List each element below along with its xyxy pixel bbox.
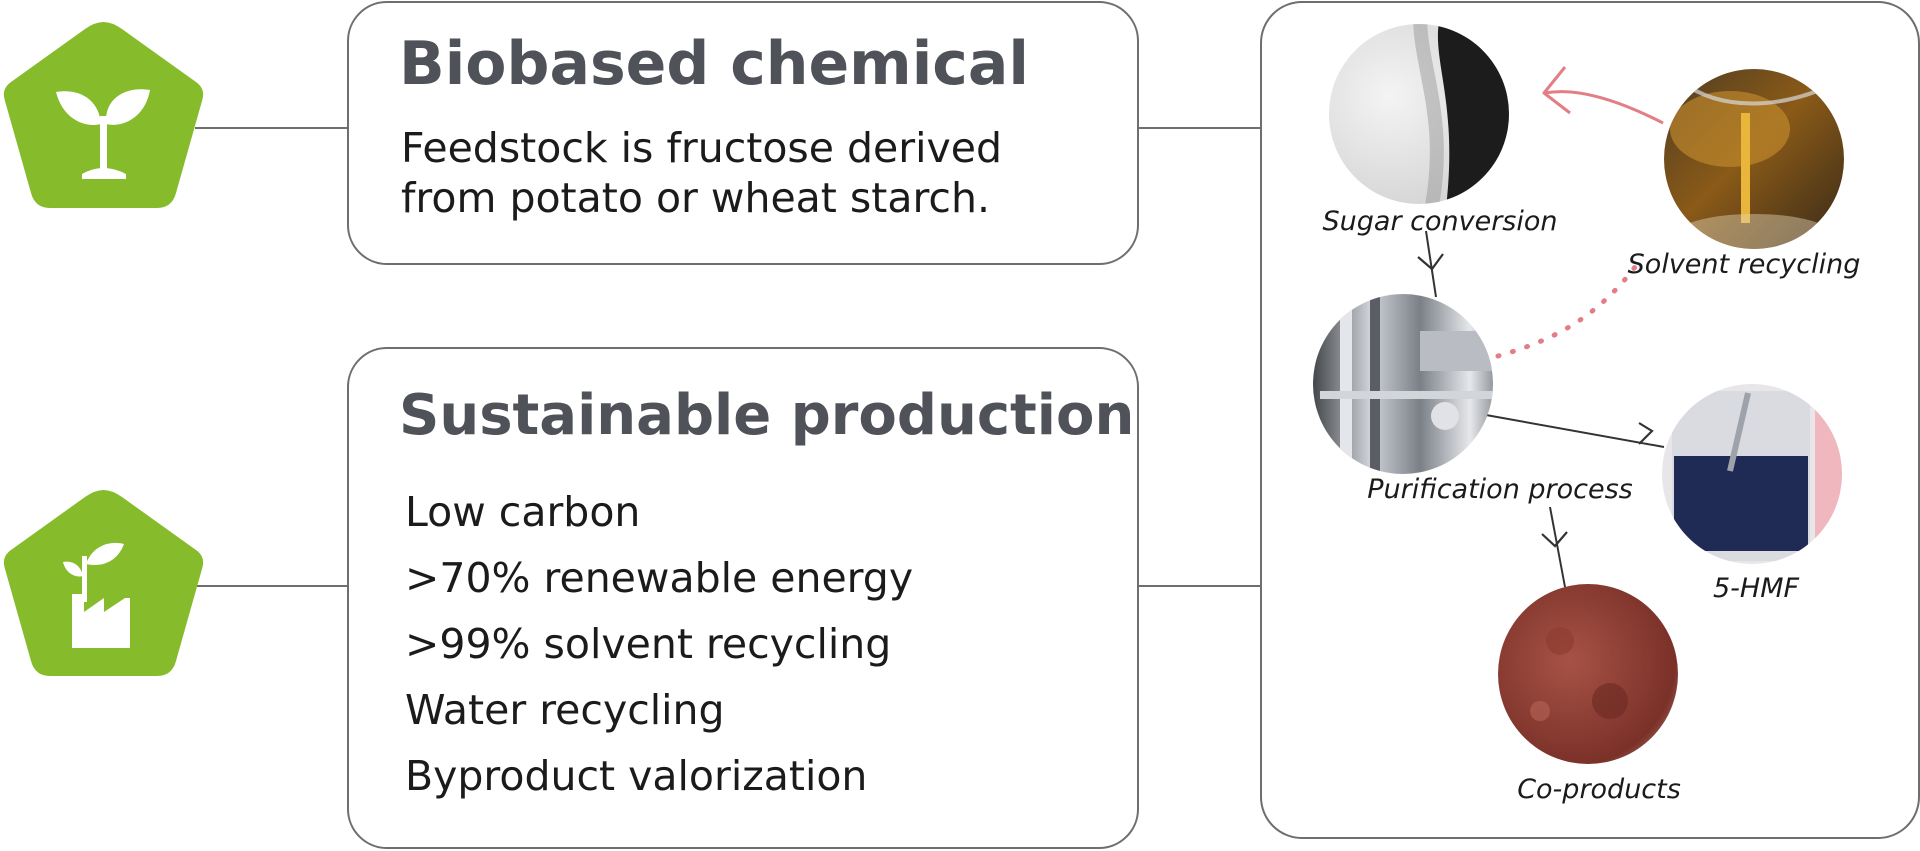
flow-line-sugar-to-purification (1425, 230, 1437, 298)
sustainable-production-list: Low carbon >70% renewable energy >99% so… (405, 479, 913, 809)
flow-arrow-head (1417, 253, 1444, 271)
biobased-chemical-card: Biobased chemical Feedstock is fructose … (347, 1, 1139, 265)
list-item: >70% renewable energy (405, 554, 914, 602)
connector-line-top-left (195, 127, 349, 129)
recycle-arrow-head (1542, 66, 1571, 115)
flow-arrow-head (1638, 422, 1654, 445)
list-item: Byproduct valorization (405, 752, 868, 800)
connector-line-top-right (1138, 127, 1262, 129)
sustainable-production-title: Sustainable production (399, 383, 1135, 448)
process-diagram-graphic (1313, 24, 1844, 764)
description-line-1: Feedstock is fructose derived (401, 124, 1003, 172)
biobased-chemical-description: Feedstock is fructose derived from potat… (401, 123, 1002, 223)
hmf-label: 5-HMF (1712, 573, 1800, 604)
list-item: Water recycling (405, 686, 725, 734)
list-item: >99% solvent recycling (405, 620, 892, 668)
sugar-image (1329, 24, 1509, 204)
connector-line-bottom-left (195, 585, 349, 587)
biobased-chemical-title: Biobased chemical (399, 29, 1029, 99)
process-diagram-card: Sugar conversion Solvent recycling Purif… (1260, 1, 1920, 839)
sustainable-production-card: Sustainable production Low carbon >70% r… (347, 347, 1139, 849)
purification-process-label: Purification process (1367, 474, 1633, 505)
co-products-label: Co-products (1517, 774, 1681, 805)
recycle-dotted-line (1495, 260, 1641, 359)
co-products-image (1498, 584, 1678, 764)
connector-line-bottom-right (1138, 585, 1262, 587)
sugar-conversion-label: Sugar conversion (1322, 206, 1558, 237)
hmf-image (1662, 384, 1842, 564)
flow-arrow-head (1541, 531, 1568, 548)
solvent-image (1664, 69, 1844, 249)
factory-sprout-icon (0, 484, 207, 684)
purification-image (1313, 294, 1493, 474)
solvent-recycling-label: Solvent recycling (1627, 249, 1861, 280)
recycle-arrow (1544, 90, 1664, 125)
flow-line-purification-to-coproducts (1549, 506, 1566, 588)
plant-sprout-icon (0, 16, 207, 216)
description-line-2: from potato or wheat starch. (401, 174, 990, 222)
flow-line-purification-to-hmf (1485, 414, 1665, 448)
list-item: Low carbon (405, 488, 641, 536)
